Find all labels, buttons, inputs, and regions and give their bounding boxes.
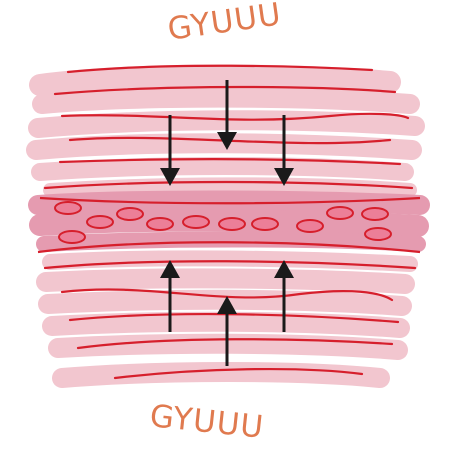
cell-icon xyxy=(251,217,279,231)
cell-icon xyxy=(218,217,246,231)
compressed-middle-layer xyxy=(28,190,430,254)
arrow-up-icon xyxy=(160,260,180,332)
cell-icon xyxy=(296,219,324,233)
upper-tissue-layer xyxy=(26,64,425,197)
cell-icon xyxy=(116,207,144,221)
arrow-down-icon xyxy=(274,115,294,186)
arrow-down-icon xyxy=(160,115,180,186)
compression-arrows xyxy=(160,80,294,366)
cell-icon xyxy=(182,215,210,229)
cell-icon xyxy=(58,230,86,244)
arrow-up-icon xyxy=(217,296,237,366)
cell-group xyxy=(54,201,392,244)
lower-tissue-layer xyxy=(36,250,418,388)
cell-icon xyxy=(361,207,389,221)
cell-icon xyxy=(146,217,174,231)
cell-icon xyxy=(86,215,114,229)
cell-icon xyxy=(364,227,392,241)
cell-icon xyxy=(326,206,354,220)
cell-icon xyxy=(54,201,82,215)
arrow-up-icon xyxy=(274,260,294,332)
arrow-down-icon xyxy=(217,80,237,150)
